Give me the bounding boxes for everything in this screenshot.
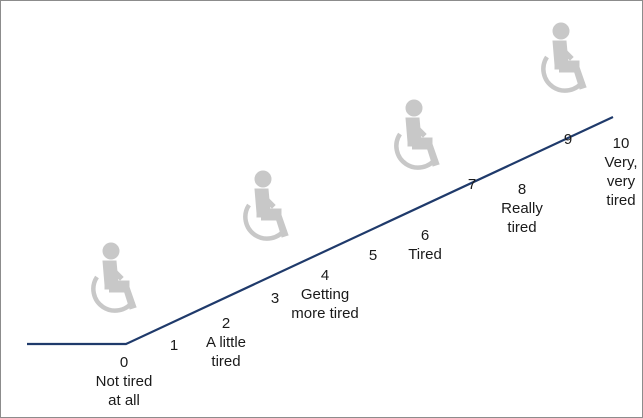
- level-4-text-line-1: Getting: [300, 286, 350, 303]
- level-2-number: 2: [221, 315, 231, 332]
- level-10-text-line-2: very: [606, 173, 636, 190]
- level-10-number: 10: [612, 135, 630, 152]
- level-7-label: 7: [462, 175, 482, 194]
- level-0-number: 0: [119, 354, 129, 371]
- level-10-text-line-1: Very,: [604, 154, 638, 171]
- level-6-label: 6 Tired: [397, 226, 453, 264]
- level-5-number: 5: [368, 247, 378, 264]
- level-10-text-line-3: tired: [606, 192, 636, 209]
- level-2-text-line-2: tired: [211, 353, 241, 370]
- level-1-number: 1: [169, 337, 179, 354]
- level-0-text-line-1: Not tired: [95, 373, 153, 390]
- level-8-text-line-2: tired: [507, 219, 537, 236]
- level-8-number: 8: [517, 181, 527, 198]
- level-10-label: 10 Very, very tired: [600, 134, 642, 210]
- level-9-number: 9: [563, 131, 573, 148]
- scale-line: [27, 116, 614, 346]
- level-2-label: 2 A little tired: [188, 314, 264, 371]
- level-6-text-line-1: Tired: [408, 246, 442, 263]
- level-7-number: 7: [467, 176, 477, 193]
- level-3-number: 3: [270, 290, 280, 307]
- level-4-label: 4 Getting more tired: [282, 266, 368, 323]
- level-2-text-line-1: A little: [205, 334, 247, 351]
- level-8-text-line-1: Really: [501, 200, 543, 217]
- wheelchair-user-icon: [93, 243, 136, 311]
- level-3-label: 3: [265, 289, 285, 308]
- level-1-label: 1: [164, 336, 184, 355]
- level-9-label: 9: [558, 130, 578, 149]
- wheelchair-user-icon: [543, 23, 586, 91]
- level-0-label: 0 Not tired at all: [79, 353, 169, 410]
- level-8-label: 8 Really tired: [492, 180, 552, 237]
- level-0-text-line-2: at all: [108, 392, 140, 409]
- level-4-text-line-2: more tired: [291, 305, 359, 322]
- wheelchair-user-icon: [245, 171, 288, 239]
- wheelchair-user-icon: [396, 100, 439, 168]
- level-4-number: 4: [320, 267, 330, 284]
- level-5-label: 5: [363, 246, 383, 265]
- level-6-number: 6: [420, 227, 430, 244]
